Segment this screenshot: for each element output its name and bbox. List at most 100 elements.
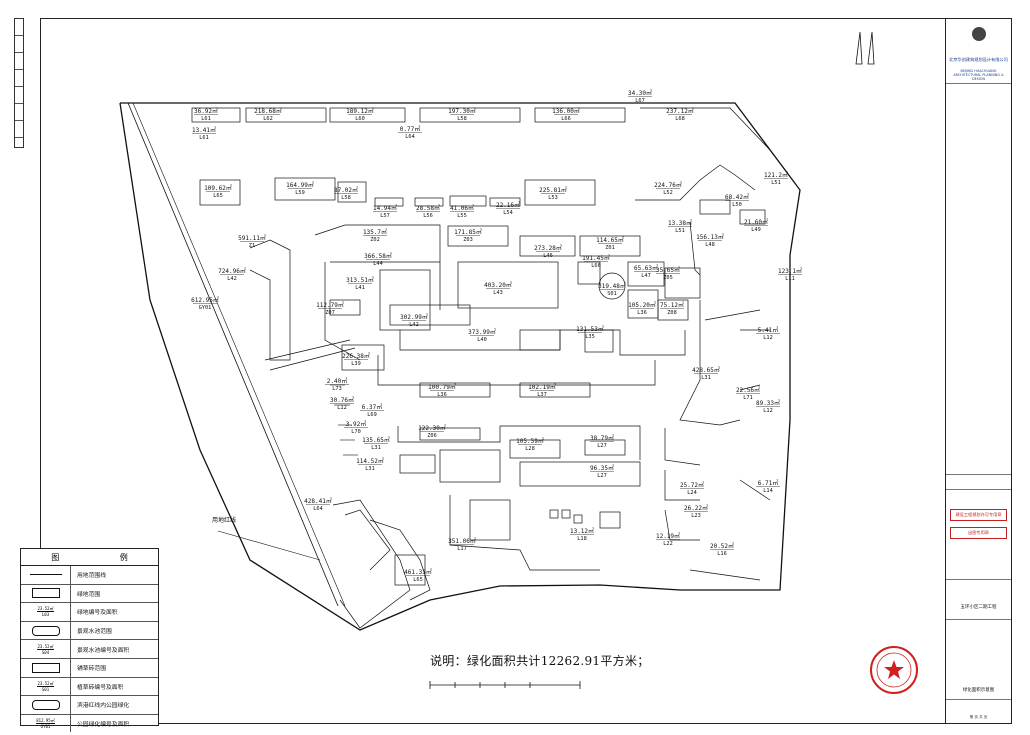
parcel-id: L27: [597, 443, 607, 449]
parcel-area: 302.99㎡: [400, 313, 428, 321]
parcel-area: 38.79㎡: [590, 434, 614, 442]
parcel-id: Z05: [663, 275, 673, 281]
parcel-area: 225.81㎡: [539, 186, 567, 194]
parcel-area: 136.00㎡: [552, 107, 580, 115]
parcel-id: L40: [477, 337, 487, 343]
parcel-area: 28.58㎡: [416, 204, 440, 212]
parcel-id: L43: [493, 290, 503, 296]
label-sample-id: S04: [41, 649, 50, 655]
site-boundary-line: [119, 102, 801, 631]
rounded-box-symbol-icon: [31, 625, 60, 636]
parcel-area: 96.35㎡: [590, 464, 614, 472]
parcel-area: 34.30㎡: [628, 89, 652, 97]
parcel-id: L54: [503, 210, 513, 216]
legend-header: 图 例: [21, 549, 158, 566]
parcel-area: 2.40㎡: [327, 377, 347, 385]
parcel-id: L60: [355, 116, 365, 122]
red-seal-icon: [870, 646, 918, 694]
parcel-id: S01: [607, 291, 617, 297]
parcel-area: 273.28㎡: [534, 244, 562, 252]
label-sample-area: 812.95㎡: [36, 718, 55, 725]
parcel-area: 89.33㎡: [756, 399, 780, 407]
parcel-area: 373.99㎡: [468, 328, 496, 336]
parcel-id: L67: [635, 98, 645, 104]
scale-bar: [429, 681, 581, 689]
legend-symbol: [21, 621, 71, 640]
legend-text: 滨港红线内公园绿化: [77, 703, 130, 710]
parcel-id: L64: [313, 506, 323, 512]
parcel-id: L65: [413, 577, 423, 583]
south-central-block: [397, 425, 771, 581]
parcel-id: L71: [743, 395, 753, 401]
label-sample-id: GY01: [40, 724, 51, 730]
legend-text: 用地范围线: [77, 573, 106, 580]
parcel-area: 105.59㎡: [516, 437, 544, 445]
label-sample-id: L03: [41, 612, 50, 618]
parcel-area: 21.60㎡: [744, 218, 768, 226]
parcel-id: L56: [423, 213, 433, 219]
left-margin-strip: [14, 18, 24, 148]
parcel-id: L58: [341, 195, 351, 201]
parcel-area: 724.96㎡: [218, 267, 246, 275]
parcel-area: 102.19㎡: [528, 383, 556, 391]
parcel-id: L37: [537, 392, 547, 398]
parcel-area: 41.06㎡: [450, 204, 474, 212]
project-name: 五环小区二期工程: [960, 605, 997, 610]
legend-row: 用地范围线: [21, 566, 158, 585]
central-block: [249, 224, 770, 426]
parcel-id: L61: [201, 116, 211, 122]
parcel-id: L31: [701, 375, 711, 381]
parcel-id: Z06: [427, 433, 437, 439]
parcel-id: L68: [675, 116, 685, 122]
parcel-area: 114.52㎡: [356, 457, 384, 465]
parcel-area: 0.77㎡: [400, 125, 420, 133]
parcel-area: 164.99㎡: [286, 181, 314, 189]
legend-row: 滨港红线内公园绿化: [21, 696, 158, 715]
parcel-area: 20.52㎡: [710, 542, 734, 550]
parcel-id: L59: [295, 190, 305, 196]
parcel-area: 226.38㎡: [342, 352, 370, 360]
legend-text: 绿地编号及面积: [77, 610, 118, 617]
parcel-area: 461.33㎡: [404, 568, 432, 576]
parcel-id: L64: [405, 134, 415, 140]
legend-text: 公园绿化编号及面积: [77, 722, 130, 729]
parcel-id: L52: [663, 190, 673, 196]
parcel-id: L42: [409, 322, 419, 328]
parcel-area: 87.02㎡: [334, 186, 358, 194]
parcel-id: L65: [213, 193, 223, 199]
parcel-area: 13.12㎡: [570, 527, 594, 535]
